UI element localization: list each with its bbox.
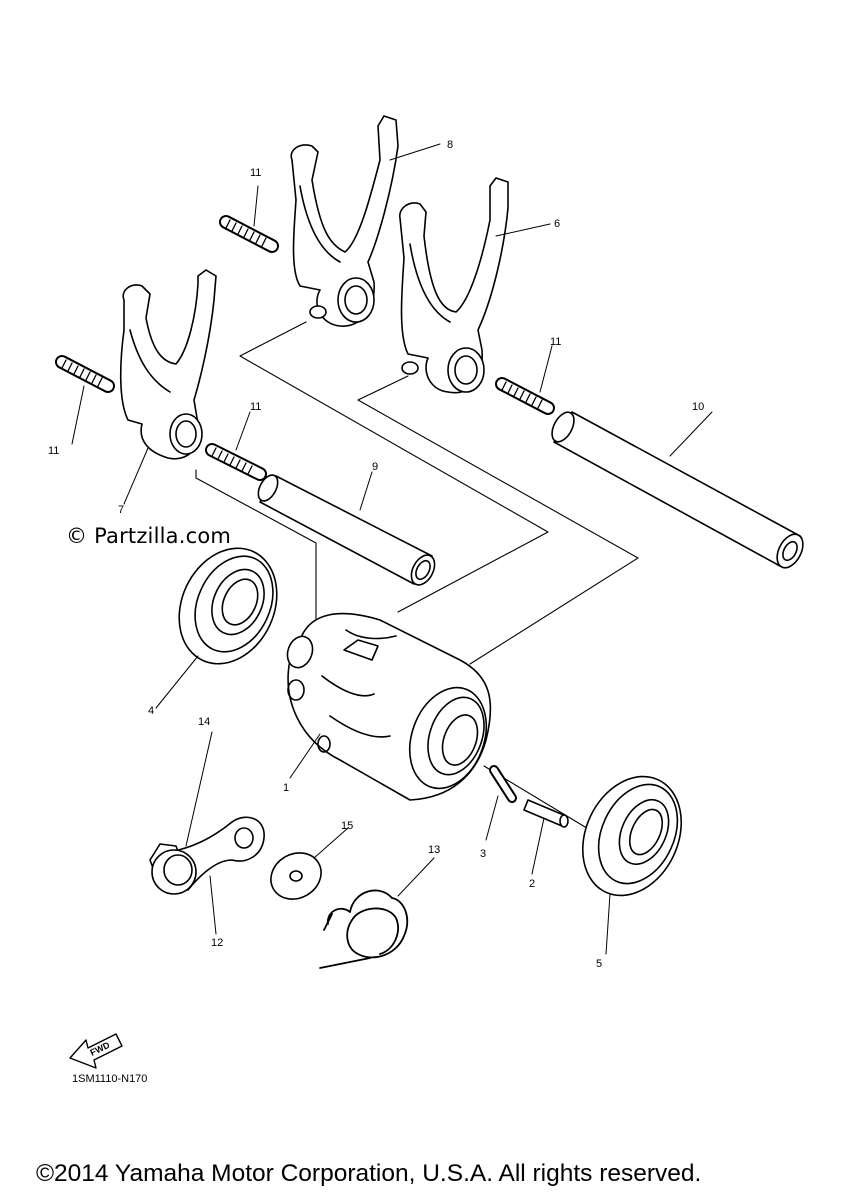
callout-13: 13 [428,844,440,856]
leader-lines [71,143,713,955]
torsion-spring-13[interactable] [319,889,409,969]
bearing-4[interactable] [161,532,295,680]
copyright-notice: ©2014 Yamaha Motor Corporation, U.S.A. A… [36,1160,702,1187]
callout-3: 3 [480,848,486,860]
callout-14: 14 [198,716,210,728]
callout-7: 7 [118,504,124,516]
callout-15: 15 [341,820,353,832]
callout-11-upper-left: 11 [250,167,261,179]
callout-10: 10 [692,401,704,413]
spring-11-left[interactable] [55,355,115,393]
shift-fork-6[interactable] [399,177,509,394]
callout-numbers: 1 2 3 4 5 6 7 8 9 10 11 11 11 11 12 13 1… [48,139,704,970]
bearing-5[interactable] [564,760,700,911]
callout-6: 6 [554,218,560,230]
spring-11-center[interactable] [205,443,267,481]
callout-11-left: 11 [48,445,59,457]
callout-11-center: 11 [250,401,261,413]
callout-1: 1 [283,782,289,794]
callout-8: 8 [447,139,453,151]
callout-9: 9 [372,461,378,473]
callout-4: 4 [148,705,154,717]
callout-12: 12 [211,937,223,949]
callout-2: 2 [529,878,535,890]
fork-shaft-9[interactable] [254,472,439,589]
washer-15[interactable] [262,844,329,908]
fork-shaft-10[interactable] [548,409,809,572]
spring-11-right[interactable] [495,377,555,415]
callout-5: 5 [596,958,602,970]
stopper-lever-12[interactable] [151,816,265,895]
shift-drum-1[interactable] [283,612,499,801]
shift-fork-7[interactable] [119,269,217,460]
watermark: © Partzilla.com [66,524,232,548]
shift-fork-8[interactable] [290,115,399,327]
spring-3[interactable] [489,765,517,803]
pin-2[interactable] [523,799,569,828]
callout-11-right: 11 [550,336,561,348]
diagram-code: 1SM1110-N170 [72,1073,148,1085]
spring-11-upper-left[interactable] [219,215,279,253]
fwd-arrow-icon [69,1033,123,1069]
